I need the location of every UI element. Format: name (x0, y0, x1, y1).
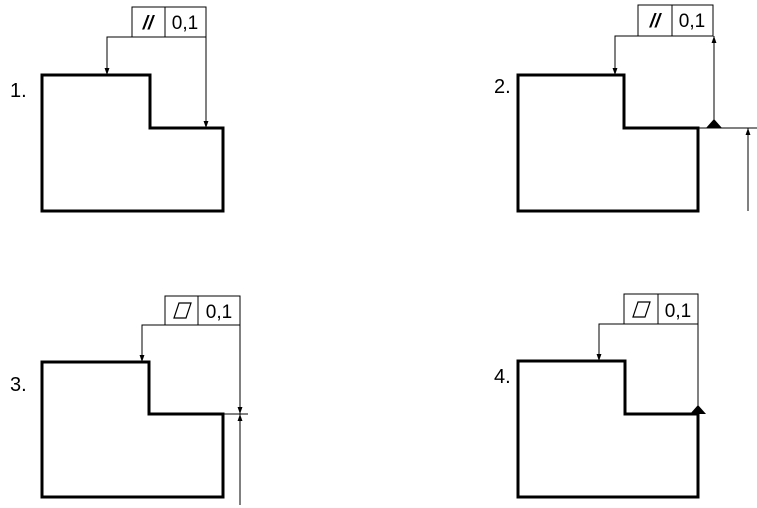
figure-2: 2. // 0,1 (494, 4, 757, 213)
figure-2-symbol-cell (637, 4, 673, 37)
figure-3-tolerance-value: 0,1 (206, 302, 232, 323)
figure-2-tolerance-value: 0,1 (679, 11, 705, 32)
figure-2-tolerance-frame: // 0,1 (637, 4, 714, 37)
figure-4-part-outline (516, 359, 700, 499)
figure-4-flatness-symbol (632, 301, 651, 318)
figure-3-leader-top (139, 324, 165, 362)
figure-3-number: 3. (10, 374, 27, 396)
figure-4-leader-top (596, 323, 624, 361)
figure-2-leader-top (612, 35, 638, 75)
figure-1-tolerance-value: 0,1 (172, 13, 198, 34)
figure-4-tolerance-frame: 0,1 (623, 293, 699, 325)
figure-2-part-outline (516, 73, 700, 213)
figure-2-datum-triangle (706, 119, 722, 128)
figure-1-value-cell (164, 6, 207, 38)
figure-3-symbol-cell (164, 295, 199, 326)
figure-3: 3. 0,1 (10, 295, 248, 505)
figure-3-tolerance-frame: 0,1 (164, 295, 241, 326)
figure-2-number: 2. (494, 76, 511, 98)
figure-1-part-outline (40, 73, 225, 213)
figure-4-symbol-cell (623, 293, 659, 325)
figure-1-parallelism-symbol: // (142, 13, 155, 34)
figure-1: 1. // 0,1 (10, 6, 225, 213)
figure-2-value-cell (671, 4, 714, 37)
figure-4-number: 4. (494, 366, 511, 388)
figure-4-tolerance-value: 0,1 (665, 301, 691, 322)
figure-1-symbol-cell (131, 6, 166, 38)
figure-4-datum-triangle (690, 405, 706, 414)
figure-3-value-cell (197, 295, 241, 326)
figure-3-flatness-symbol (173, 302, 192, 319)
figure-2-parallelism-symbol: // (649, 11, 662, 32)
figure-1-leader-top (104, 36, 132, 75)
figure-3-part-outline (40, 360, 225, 499)
figure-4: 4. 0,1 (494, 293, 706, 499)
figure-1-tolerance-frame: // 0,1 (131, 6, 207, 38)
figure-1-number: 1. (10, 80, 27, 102)
figure-4-value-cell (657, 293, 699, 325)
